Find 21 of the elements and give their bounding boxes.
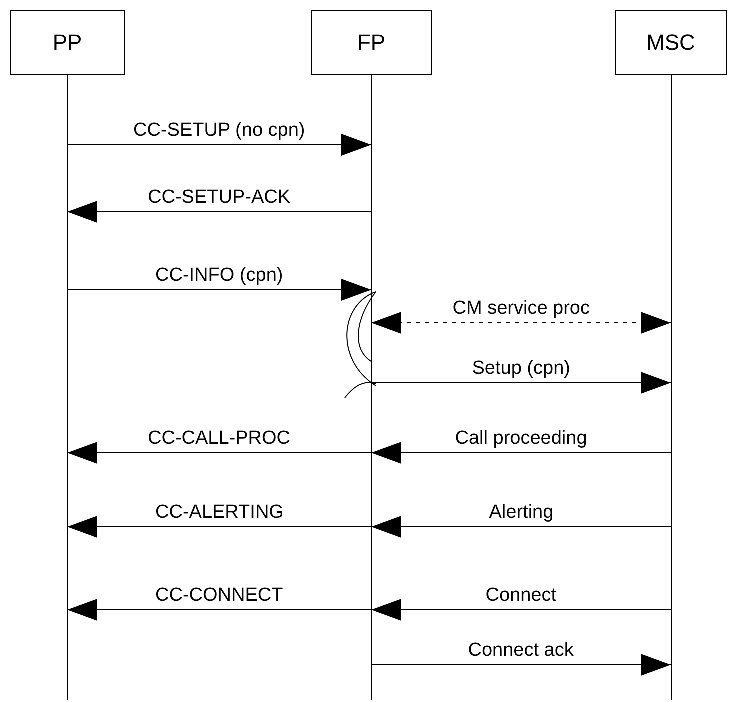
message-label: Alerting <box>489 502 554 524</box>
message-arrow <box>67 279 372 301</box>
message-label: Setup (cpn) <box>472 358 570 380</box>
message-arrow <box>371 654 672 676</box>
message-arrow <box>67 516 372 538</box>
message-arrow <box>67 201 372 223</box>
message-arrow <box>67 599 372 621</box>
message-label: CC-SETUP (no cpn) <box>134 120 306 142</box>
message-arrow <box>371 442 672 464</box>
participant-box: MSC <box>615 10 727 75</box>
message-arrow <box>371 312 672 334</box>
message-label: Call proceeding <box>455 428 588 450</box>
participant-box: FP <box>311 10 432 75</box>
participant-box: PP <box>10 10 125 75</box>
message-arrow <box>371 516 672 538</box>
message-arrow <box>67 442 372 464</box>
message-arrow <box>371 599 672 621</box>
message-arrow <box>67 134 372 156</box>
message-label: CM service proc <box>452 298 590 320</box>
message-label: CC-INFO (cpn) <box>156 265 284 287</box>
message-arrow <box>371 372 672 394</box>
